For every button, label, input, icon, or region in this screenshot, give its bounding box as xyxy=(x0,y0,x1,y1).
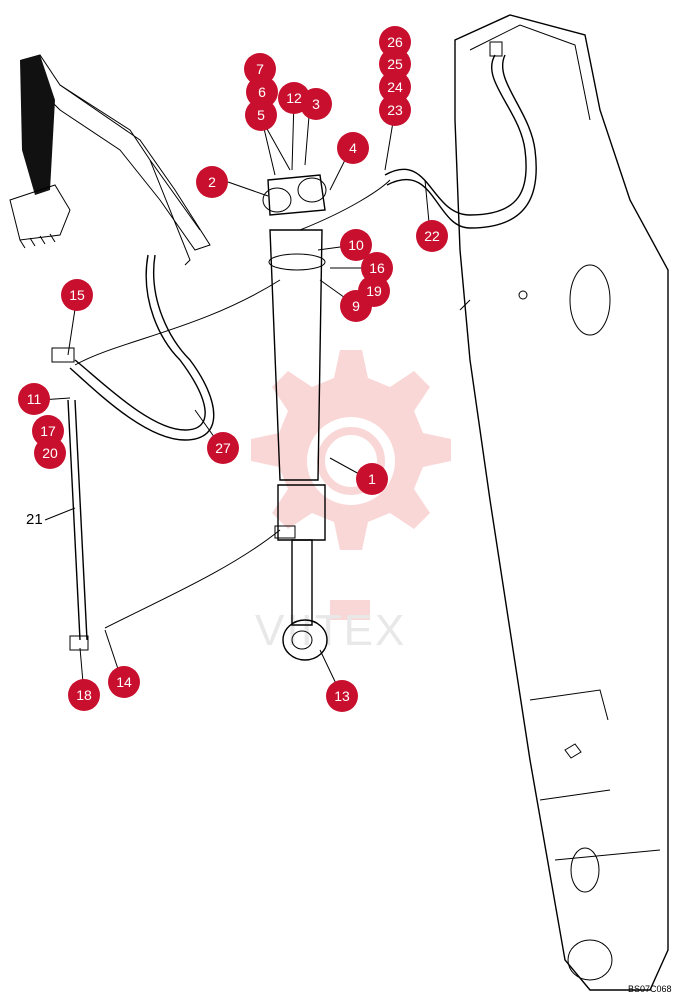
callout-26[interactable]: 26 xyxy=(379,26,411,58)
svg-text:18: 18 xyxy=(76,687,92,703)
callout-10[interactable]: 10 xyxy=(340,229,372,261)
svg-text:12: 12 xyxy=(286,90,302,106)
hose-22 xyxy=(384,41,537,229)
label-21: 21 xyxy=(26,511,43,528)
excavator-thumbnail xyxy=(9,54,211,266)
callout-13[interactable]: 13 xyxy=(326,680,358,712)
svg-text:19: 19 xyxy=(366,283,382,299)
callout-1[interactable]: 1 xyxy=(356,463,388,495)
svg-text:26: 26 xyxy=(387,34,403,50)
hose-27 xyxy=(69,254,215,441)
svg-text:5: 5 xyxy=(257,107,265,123)
callout-25[interactable]: 25 xyxy=(379,48,411,80)
callout-18[interactable]: 18 xyxy=(68,679,100,711)
svg-text:10: 10 xyxy=(348,237,364,253)
callout-22[interactable]: 22 xyxy=(416,220,448,252)
svg-text:6: 6 xyxy=(258,84,266,100)
svg-text:20: 20 xyxy=(42,445,58,461)
callout-11[interactable]: 11 xyxy=(18,383,50,415)
svg-text:15: 15 xyxy=(69,287,85,303)
callout-19[interactable]: 19 xyxy=(358,275,390,307)
svg-text:7: 7 xyxy=(256,61,264,77)
callout-23[interactable]: 23 xyxy=(379,94,411,126)
pipe-21 xyxy=(51,347,89,651)
callout-27[interactable]: 27 xyxy=(207,432,239,464)
svg-text:27: 27 xyxy=(215,440,231,456)
cylinder-assembly xyxy=(262,174,328,661)
callout-5[interactable]: 5 xyxy=(245,99,277,131)
svg-text:13: 13 xyxy=(334,688,350,704)
svg-text:24: 24 xyxy=(387,79,403,95)
callout-14[interactable]: 14 xyxy=(108,666,140,698)
callout-15[interactable]: 15 xyxy=(61,279,93,311)
svg-text:16: 16 xyxy=(369,260,385,276)
svg-text:23: 23 xyxy=(387,102,403,118)
callout-6[interactable]: 6 xyxy=(246,76,278,108)
svg-text:25: 25 xyxy=(387,56,403,72)
svg-text:22: 22 xyxy=(424,228,440,244)
svg-text:14: 14 xyxy=(116,674,132,690)
watermark-text: VIITEX xyxy=(255,606,406,655)
svg-text:2: 2 xyxy=(208,174,216,190)
reference-code: BS07C068 xyxy=(628,984,672,994)
callout-2[interactable]: 2 xyxy=(196,166,228,198)
boom-arm xyxy=(454,14,669,991)
svg-text:4: 4 xyxy=(349,140,357,156)
svg-text:17: 17 xyxy=(40,423,56,439)
callout-24[interactable]: 24 xyxy=(379,71,411,103)
callout-4[interactable]: 4 xyxy=(337,132,369,164)
callout-7[interactable]: 7 xyxy=(244,53,276,85)
svg-text:3: 3 xyxy=(312,96,320,112)
svg-text:11: 11 xyxy=(27,391,42,407)
callout-20[interactable]: 20 xyxy=(34,437,66,469)
svg-text:9: 9 xyxy=(352,298,360,314)
callout-12[interactable]: 12 xyxy=(278,82,310,114)
svg-text:1: 1 xyxy=(368,471,376,487)
